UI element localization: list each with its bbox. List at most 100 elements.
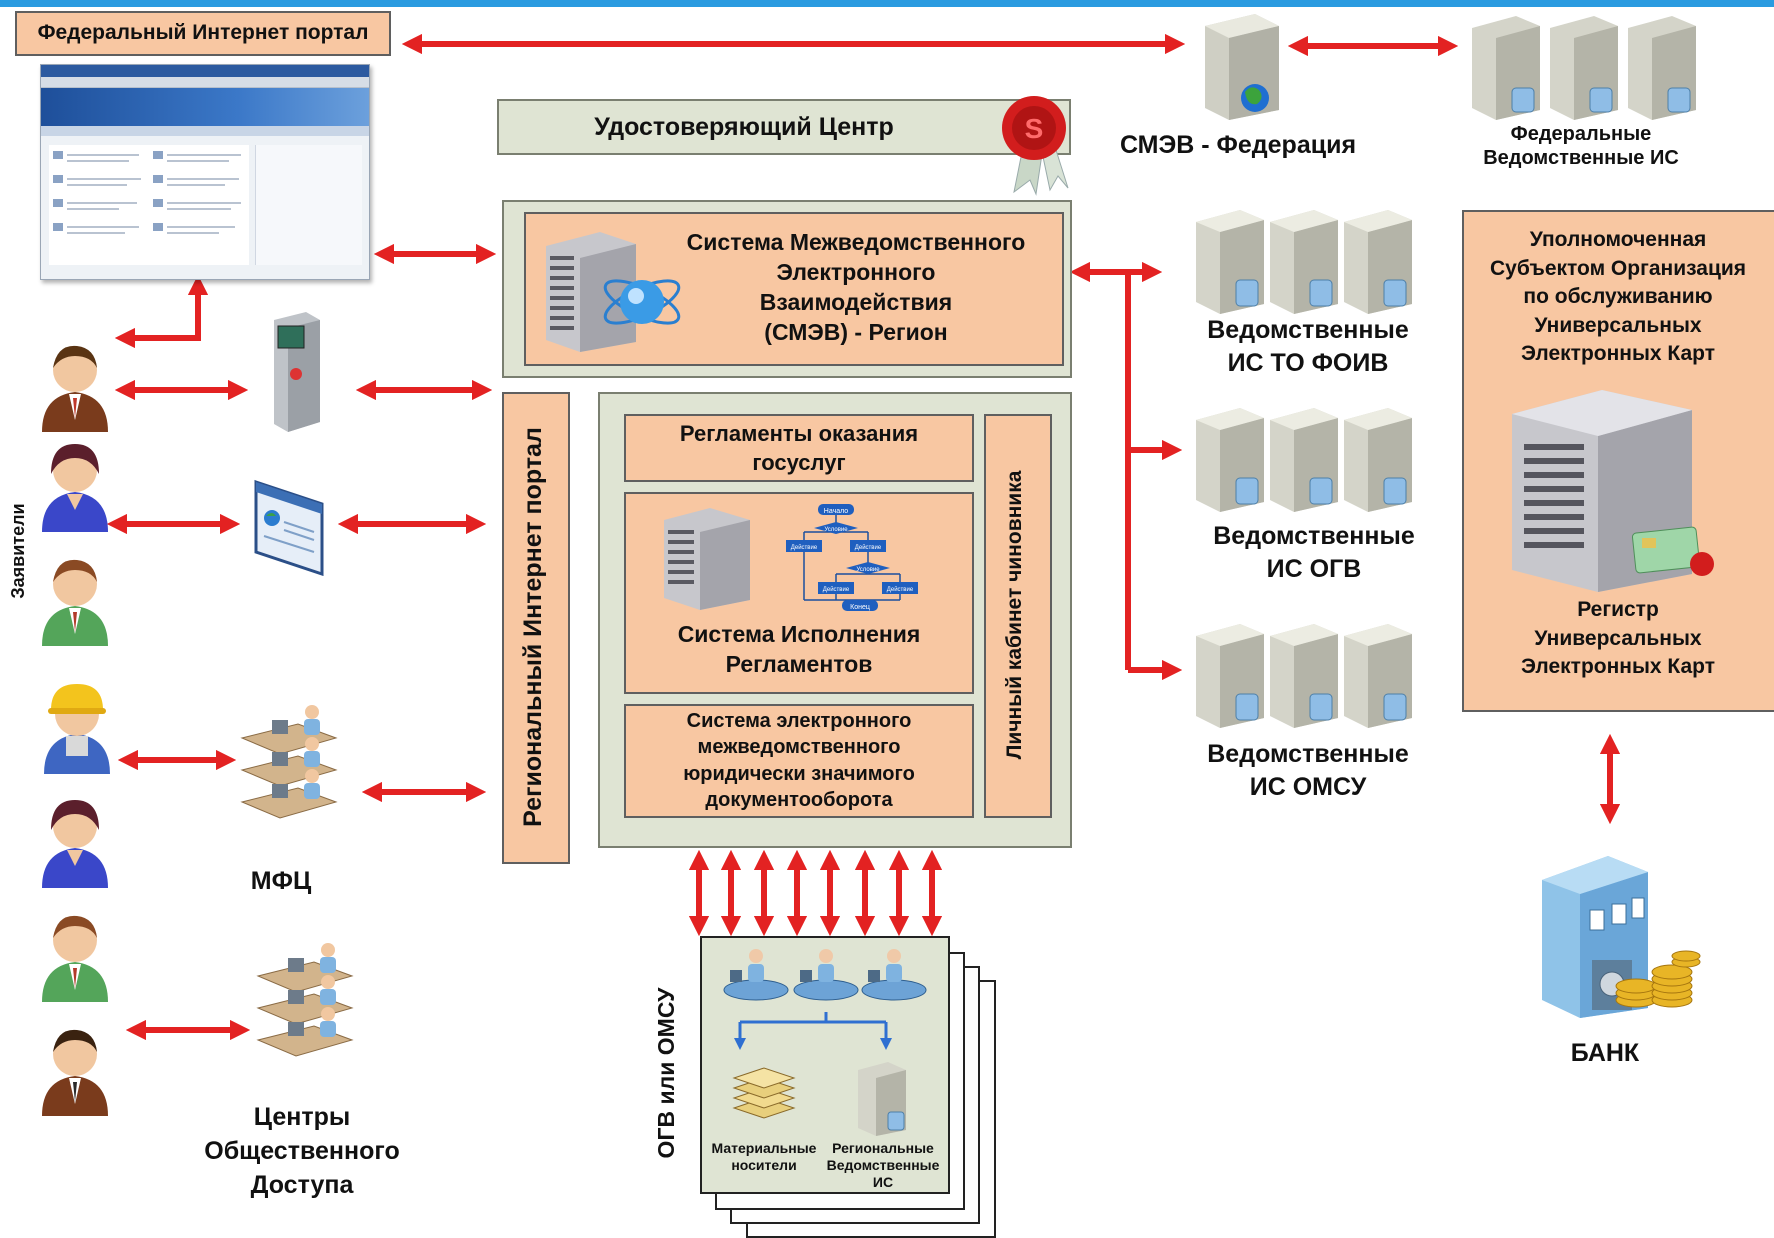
agency-ogv-line1: Ведомственные: [1213, 522, 1415, 550]
card-registry-label: Регистр Универсальных Электронных Карт: [1462, 596, 1774, 682]
agency-foiv-servers-icon: [1196, 210, 1412, 314]
federal-agency-is-line2: Ведомственные ИС: [1483, 147, 1679, 170]
execution-server-icon: [664, 508, 750, 610]
flow-act4: Действие: [887, 586, 914, 593]
agency-ogv-line2: ИС ОГВ: [1266, 554, 1362, 583]
svg-text:S: S: [1025, 113, 1044, 144]
federal-portal-title: Федеральный Интернет портал: [37, 21, 369, 44]
web-browser-icon: [254, 479, 324, 576]
agency-foiv-label: Ведомственные ИС ТО ФОИВ: [1160, 314, 1456, 379]
applicant-1-avatar-icon: [42, 345, 108, 432]
agency-foiv-line2: ИС ТО ФОИВ: [1227, 348, 1389, 377]
smev-region-line1: Система Межведомственного: [686, 229, 1026, 255]
flow-start: Начало: [824, 508, 848, 515]
regional-is-server-icon: [858, 1062, 906, 1136]
edms-line4: документооборота: [705, 789, 893, 812]
authorized-org-line5: Электронных Карт: [1520, 342, 1715, 366]
regional-portal-box: [502, 392, 570, 864]
smev-federation-server-icon: [1205, 14, 1279, 120]
regulations-line1: Регламенты оказания: [679, 421, 919, 446]
authorized-org-line4: Универсальных: [1534, 313, 1702, 337]
agency-foiv-line1: Ведомственные: [1207, 316, 1409, 344]
top-accent-bar: [0, 0, 1774, 7]
flow-cond1: Условие: [824, 527, 848, 533]
official-cabinet-box: [984, 414, 1052, 818]
agency-omsu-label: Ведомственные ИС ОМСУ: [1160, 738, 1456, 803]
arrow-applicants-portal: [114, 274, 209, 349]
edms-label: Система электронного межведомственного ю…: [624, 708, 974, 814]
regulations-label: Регламенты оказания госуслуг: [624, 420, 974, 477]
flow-end: Конец: [850, 604, 870, 611]
authorized-org-line1: Уполномоченная: [1529, 228, 1707, 251]
smev-region-server-icon: [546, 232, 681, 352]
regional-is-line3: ИС: [872, 1174, 894, 1191]
official-cabinet-label: Личный кабинет чиновника: [1003, 470, 1026, 760]
public-access-line2: Общественного: [204, 1137, 400, 1165]
authorized-org-line2: Субъектом Организация: [1489, 256, 1747, 280]
certification-center-title: Удостоверяющий Центр: [594, 113, 894, 141]
kiosk-terminal-icon: [274, 312, 320, 432]
edms-line3: юридически значимого: [683, 762, 915, 785]
public-access-workstations-icon: [256, 943, 354, 1057]
flow-act2: Действие: [855, 544, 882, 551]
flowchart-diagram: Начало Условие Действие Действие Условие…: [786, 504, 918, 611]
material-media-icon: [732, 1067, 796, 1119]
material-line1: Материальные: [711, 1140, 817, 1156]
regional-is-label: Региональные Ведомственные ИС: [820, 1140, 946, 1191]
federal-portal-screenshot: [40, 64, 370, 280]
smev-federation-label: СМЭВ - Федерация: [1119, 131, 1357, 159]
public-access-line3: Доступа: [250, 1171, 354, 1199]
regulations-line2: госуслуг: [752, 449, 846, 475]
applicant-3-avatar-icon: [42, 559, 108, 646]
ogv-workstations-icon: [723, 949, 927, 1050]
regional-portal-label: Региональный Интернет портал: [519, 427, 547, 827]
execution-system-line2: Регламентов: [725, 650, 873, 677]
flow-act3: Действие: [823, 586, 850, 593]
federal-agency-is-label: Федеральные Ведомственные ИС: [1430, 122, 1732, 171]
smev-region-label: Система Межведомственного Электронного В…: [656, 228, 1056, 348]
agency-ogv-servers-icon: [1196, 408, 1412, 512]
certification-center-box: [497, 99, 1071, 155]
edms-box: [624, 704, 974, 818]
smev-region-line2: Электронного: [776, 258, 936, 285]
public-access-line1: Центры: [253, 1103, 351, 1131]
regional-is-line1: Региональные: [832, 1140, 934, 1156]
applicants-label: Заявители: [8, 503, 28, 599]
regulations-box: [624, 414, 974, 482]
card-registry-server-icon: [1512, 390, 1714, 592]
portal-content-lines: [53, 151, 241, 234]
public-access-label: Центры Общественного Доступа: [170, 1100, 434, 1202]
execution-system-line1: Система Исполнения: [677, 621, 921, 647]
card-registry-line2: Универсальных: [1534, 626, 1702, 650]
edms-line1: Система электронного: [686, 710, 912, 732]
ogv-omsu-label: ОГВ или ОМСУ: [653, 987, 679, 1159]
edms-line2: межведомственного: [697, 736, 901, 759]
execution-system-label: Система Исполнения Регламентов: [624, 620, 974, 680]
applicant-5-avatar-icon: [42, 800, 108, 888]
federal-agency-is-line1: Федеральные: [1510, 123, 1652, 145]
mfc-workstations-icon: [240, 705, 338, 819]
material-line2: носители: [731, 1157, 797, 1174]
federal-agency-servers-icon: [1472, 16, 1696, 120]
authorized-org-line3: по обслуживанию: [1523, 285, 1713, 309]
material-media-label: Материальные носители: [700, 1140, 828, 1174]
applicant-2-avatar-icon: [42, 444, 108, 532]
federal-portal-box: [15, 11, 391, 56]
applicant-6-avatar-icon: [42, 915, 108, 1002]
card-registry-line1: Регистр: [1577, 598, 1659, 621]
bank-label: БАНК: [1570, 1039, 1640, 1067]
applicant-4-worker-avatar-icon: [44, 684, 110, 774]
flow-cond2: Условие: [856, 567, 880, 573]
flow-act1: Действие: [791, 544, 818, 551]
bank-building-icon: [1542, 856, 1701, 1018]
wax-seal-icon: S: [1002, 96, 1069, 196]
card-registry-line3: Электронных Карт: [1520, 655, 1715, 679]
authorized-org-label: Уполномоченная Субъектом Организация по …: [1462, 226, 1774, 369]
regional-is-line2: Ведомственные: [826, 1157, 940, 1174]
agency-omsu-line2: ИС ОМСУ: [1249, 772, 1367, 801]
applicant-7-avatar-icon: [42, 1029, 108, 1116]
agency-omsu-line1: Ведомственные: [1207, 740, 1409, 768]
agency-ogv-label: Ведомственные ИС ОГВ: [1166, 520, 1462, 585]
mfc-label: МФЦ: [250, 867, 312, 895]
